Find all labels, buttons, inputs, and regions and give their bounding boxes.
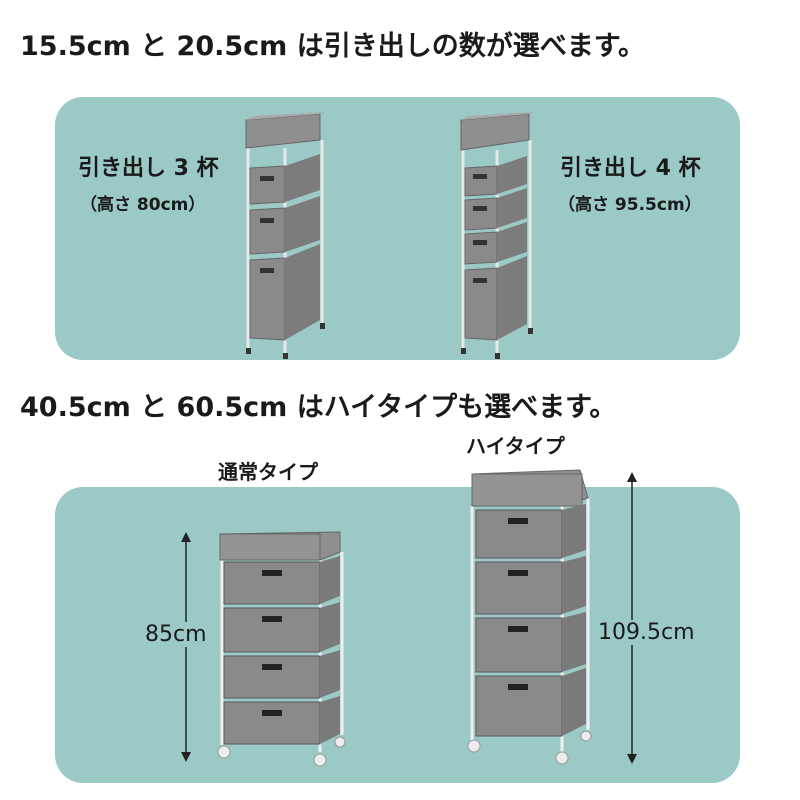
top-panel (55, 97, 740, 360)
high-height-label: 109.5cm (598, 620, 695, 645)
top-heading: 15.5cm と 20.5cm は引き出しの数が選べます。 (20, 31, 646, 62)
four-drawer-rack-image (455, 110, 540, 360)
four-drawer-title: 引き出し 4 杯 (560, 156, 701, 181)
normal-type-title: 通常タイプ (218, 460, 318, 484)
four-drawer-height: （高さ 95.5cm） (558, 195, 702, 215)
bottom-heading: 40.5cm と 60.5cm はハイタイプも選べます。 (20, 392, 617, 423)
normal-height-label: 85cm (145, 622, 207, 647)
high-rack-image (462, 468, 602, 768)
three-drawer-rack-image (240, 110, 335, 360)
three-drawer-title: 引き出し 3 杯 (78, 156, 219, 181)
high-type-title: ハイタイプ (466, 434, 565, 458)
three-drawer-height: （高さ 80cm） (80, 195, 206, 215)
high-height-arrow (624, 472, 640, 764)
normal-rack-image (210, 530, 350, 770)
normal-height-arrow (178, 532, 194, 762)
